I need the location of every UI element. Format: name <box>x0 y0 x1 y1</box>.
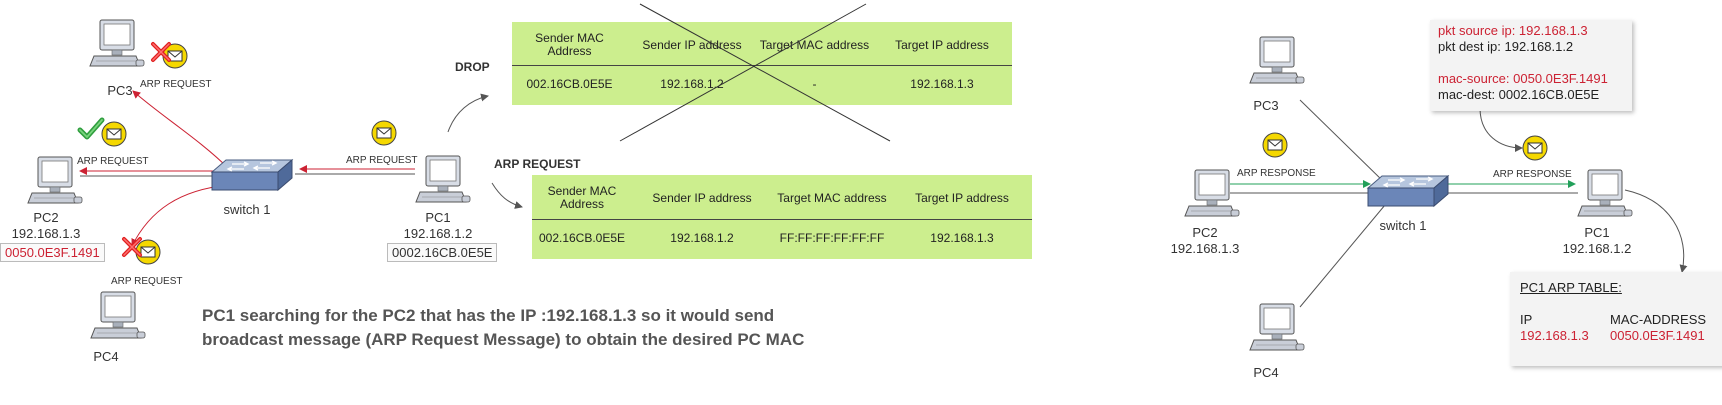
arrow-switch-to-pc3 <box>132 90 229 169</box>
drop-table-divider <box>512 65 1012 66</box>
caption-line-2: broadcast message (ARP Request Message) … <box>202 330 805 349</box>
right-pc2-ip: 192.168.1.3 <box>1170 241 1240 256</box>
drop-header-target-ip: Target IP address <box>895 37 989 52</box>
pc1-name: PC1 <box>425 210 451 225</box>
packet-src-ip: pkt source ip: 192.168.1.3 <box>1438 23 1588 38</box>
packet-mac-src: mac-source: 0050.0E3F.1491 <box>1438 71 1608 86</box>
caption: PC1 searching for the PC2 that has the I… <box>202 304 804 352</box>
request-header-target-ip: Target IP address <box>915 190 1009 205</box>
switch-icon <box>1367 175 1449 207</box>
pc3-icon <box>89 19 145 67</box>
pc1-icon <box>1577 169 1633 217</box>
request-value-sender-mac: 002.16CB.0E5E <box>538 230 626 245</box>
arp-table-col-ip: IP <box>1520 312 1533 327</box>
packet-mac-dest: mac-dest: 0002.16CB.0E5E <box>1438 87 1600 102</box>
drop-value-target-mac: - <box>812 76 817 91</box>
drop-label: DROP <box>455 60 490 74</box>
drop-header-sender-ip: Sender IP address <box>642 37 742 52</box>
pc4-icon <box>90 291 146 339</box>
request-value-target-mac: FF:FF:FF:FF:FF:FF <box>779 230 885 245</box>
pc2-mac: 0050.0E3F.1491 <box>0 243 105 262</box>
pc1-icon <box>415 155 471 203</box>
drop-table-header: Sender MAC Address Sender IP address Tar… <box>512 28 1012 62</box>
drop-value-sender-mac: 002.16CB.0E5E <box>526 76 613 91</box>
arp-table-entry-mac: 0050.0E3F.1491 <box>1610 328 1705 343</box>
arrow-to-drop-table <box>447 93 489 133</box>
envelope-icon <box>1262 132 1288 158</box>
pc1-ip: 192.168.1.2 <box>403 226 473 241</box>
drop-value-target-ip: 192.168.1.3 <box>910 76 974 91</box>
arp-table-entry-row: 192.168.1.3 0050.0E3F.1491 <box>1520 328 1722 344</box>
arrow-pc1-to-arp-table <box>1624 189 1688 273</box>
request-value-sender-ip: 192.168.1.2 <box>670 230 734 245</box>
pc4-name: PC4 <box>93 349 119 364</box>
caption-line-1: PC1 searching for the PC2 that has the I… <box>202 306 775 325</box>
right-switch-label: switch 1 <box>1379 218 1427 233</box>
drop-header-target-mac: Target MAC address <box>759 37 870 52</box>
right-pc2-name: PC2 <box>1192 225 1218 240</box>
arrow-to-request-table <box>491 182 523 209</box>
arrow-info-to-envelope <box>1479 107 1523 152</box>
right-pc1-ip: 192.168.1.2 <box>1562 241 1632 256</box>
pc4-icon <box>1249 303 1305 351</box>
packet-info-box: pkt source ip: 192.168.1.3 pkt dest ip: … <box>1430 20 1632 111</box>
drop-table-values: 002.16CB.0E5E 192.168.1.2 - 192.168.1.3 <box>512 72 1012 96</box>
arp-table-title: PC1 ARP TABLE: <box>1520 280 1622 295</box>
arp-request-title: ARP REQUEST <box>494 157 581 171</box>
envelope-icon <box>101 121 127 147</box>
pc2-arp-label: ARP REQUEST <box>77 156 149 167</box>
drop-header-sender-mac: Sender MAC Address <box>535 31 604 58</box>
right-pc3-name: PC3 <box>1253 98 1279 113</box>
arp-table-box: PC1 ARP TABLE: IP MAC-ADDRESS 192.168.1.… <box>1510 272 1722 366</box>
arp-table-entry-ip: 192.168.1.3 <box>1520 328 1589 343</box>
pc3-arp-label: ARP REQUEST <box>140 79 212 90</box>
request-header-sender-mac: Sender MAC Address <box>547 184 617 211</box>
pc2-icon <box>27 156 83 204</box>
envelope-icon <box>1522 135 1548 161</box>
envelope-icon <box>371 120 397 146</box>
pc2-ip: 192.168.1.3 <box>11 226 81 241</box>
switch-label: switch 1 <box>223 202 271 217</box>
right-pc4-name: PC4 <box>1253 365 1279 380</box>
arrow-switch-to-pc4 <box>131 184 229 247</box>
link-pc3-switch <box>1299 99 1386 184</box>
request-table-divider <box>532 219 1032 220</box>
request-table: Sender MAC Address Sender IP address Tar… <box>532 175 1032 259</box>
request-table-header: Sender MAC Address Sender IP address Tar… <box>532 181 1032 215</box>
arp-table-header-row: IP MAC-ADDRESS <box>1520 312 1722 328</box>
right-arp-response-left: ARP RESPONSE <box>1237 168 1316 179</box>
request-header-target-mac: Target MAC address <box>777 190 887 205</box>
pc2-name: PC2 <box>33 210 59 225</box>
right-pc1-name: PC1 <box>1584 225 1610 240</box>
pc1-mac: 0002.16CB.0E5E <box>387 243 498 262</box>
link-pc4-switch <box>1299 204 1386 308</box>
pc3-icon <box>1249 36 1305 84</box>
pc3-name: PC3 <box>107 83 133 98</box>
pc1-arp-label: ARP REQUEST <box>346 155 418 166</box>
request-header-sender-ip: Sender IP address <box>652 190 752 205</box>
check-icon <box>80 120 102 137</box>
right-arp-response-right: ARP RESPONSE <box>1493 169 1572 180</box>
drop-value-sender-ip: 192.168.1.2 <box>660 76 724 91</box>
packet-dest-ip: pkt dest ip: 192.168.1.2 <box>1438 39 1574 54</box>
request-value-target-ip: 192.168.1.3 <box>930 230 994 245</box>
request-table-values: 002.16CB.0E5E 192.168.1.2 FF:FF:FF:FF:FF… <box>532 226 1032 250</box>
arp-table-col-mac: MAC-ADDRESS <box>1610 312 1707 327</box>
pc4-arp-label: ARP REQUEST <box>111 276 183 287</box>
drop-table: Sender MAC Address Sender IP address Tar… <box>512 22 1012 105</box>
switch-icon <box>211 159 293 191</box>
